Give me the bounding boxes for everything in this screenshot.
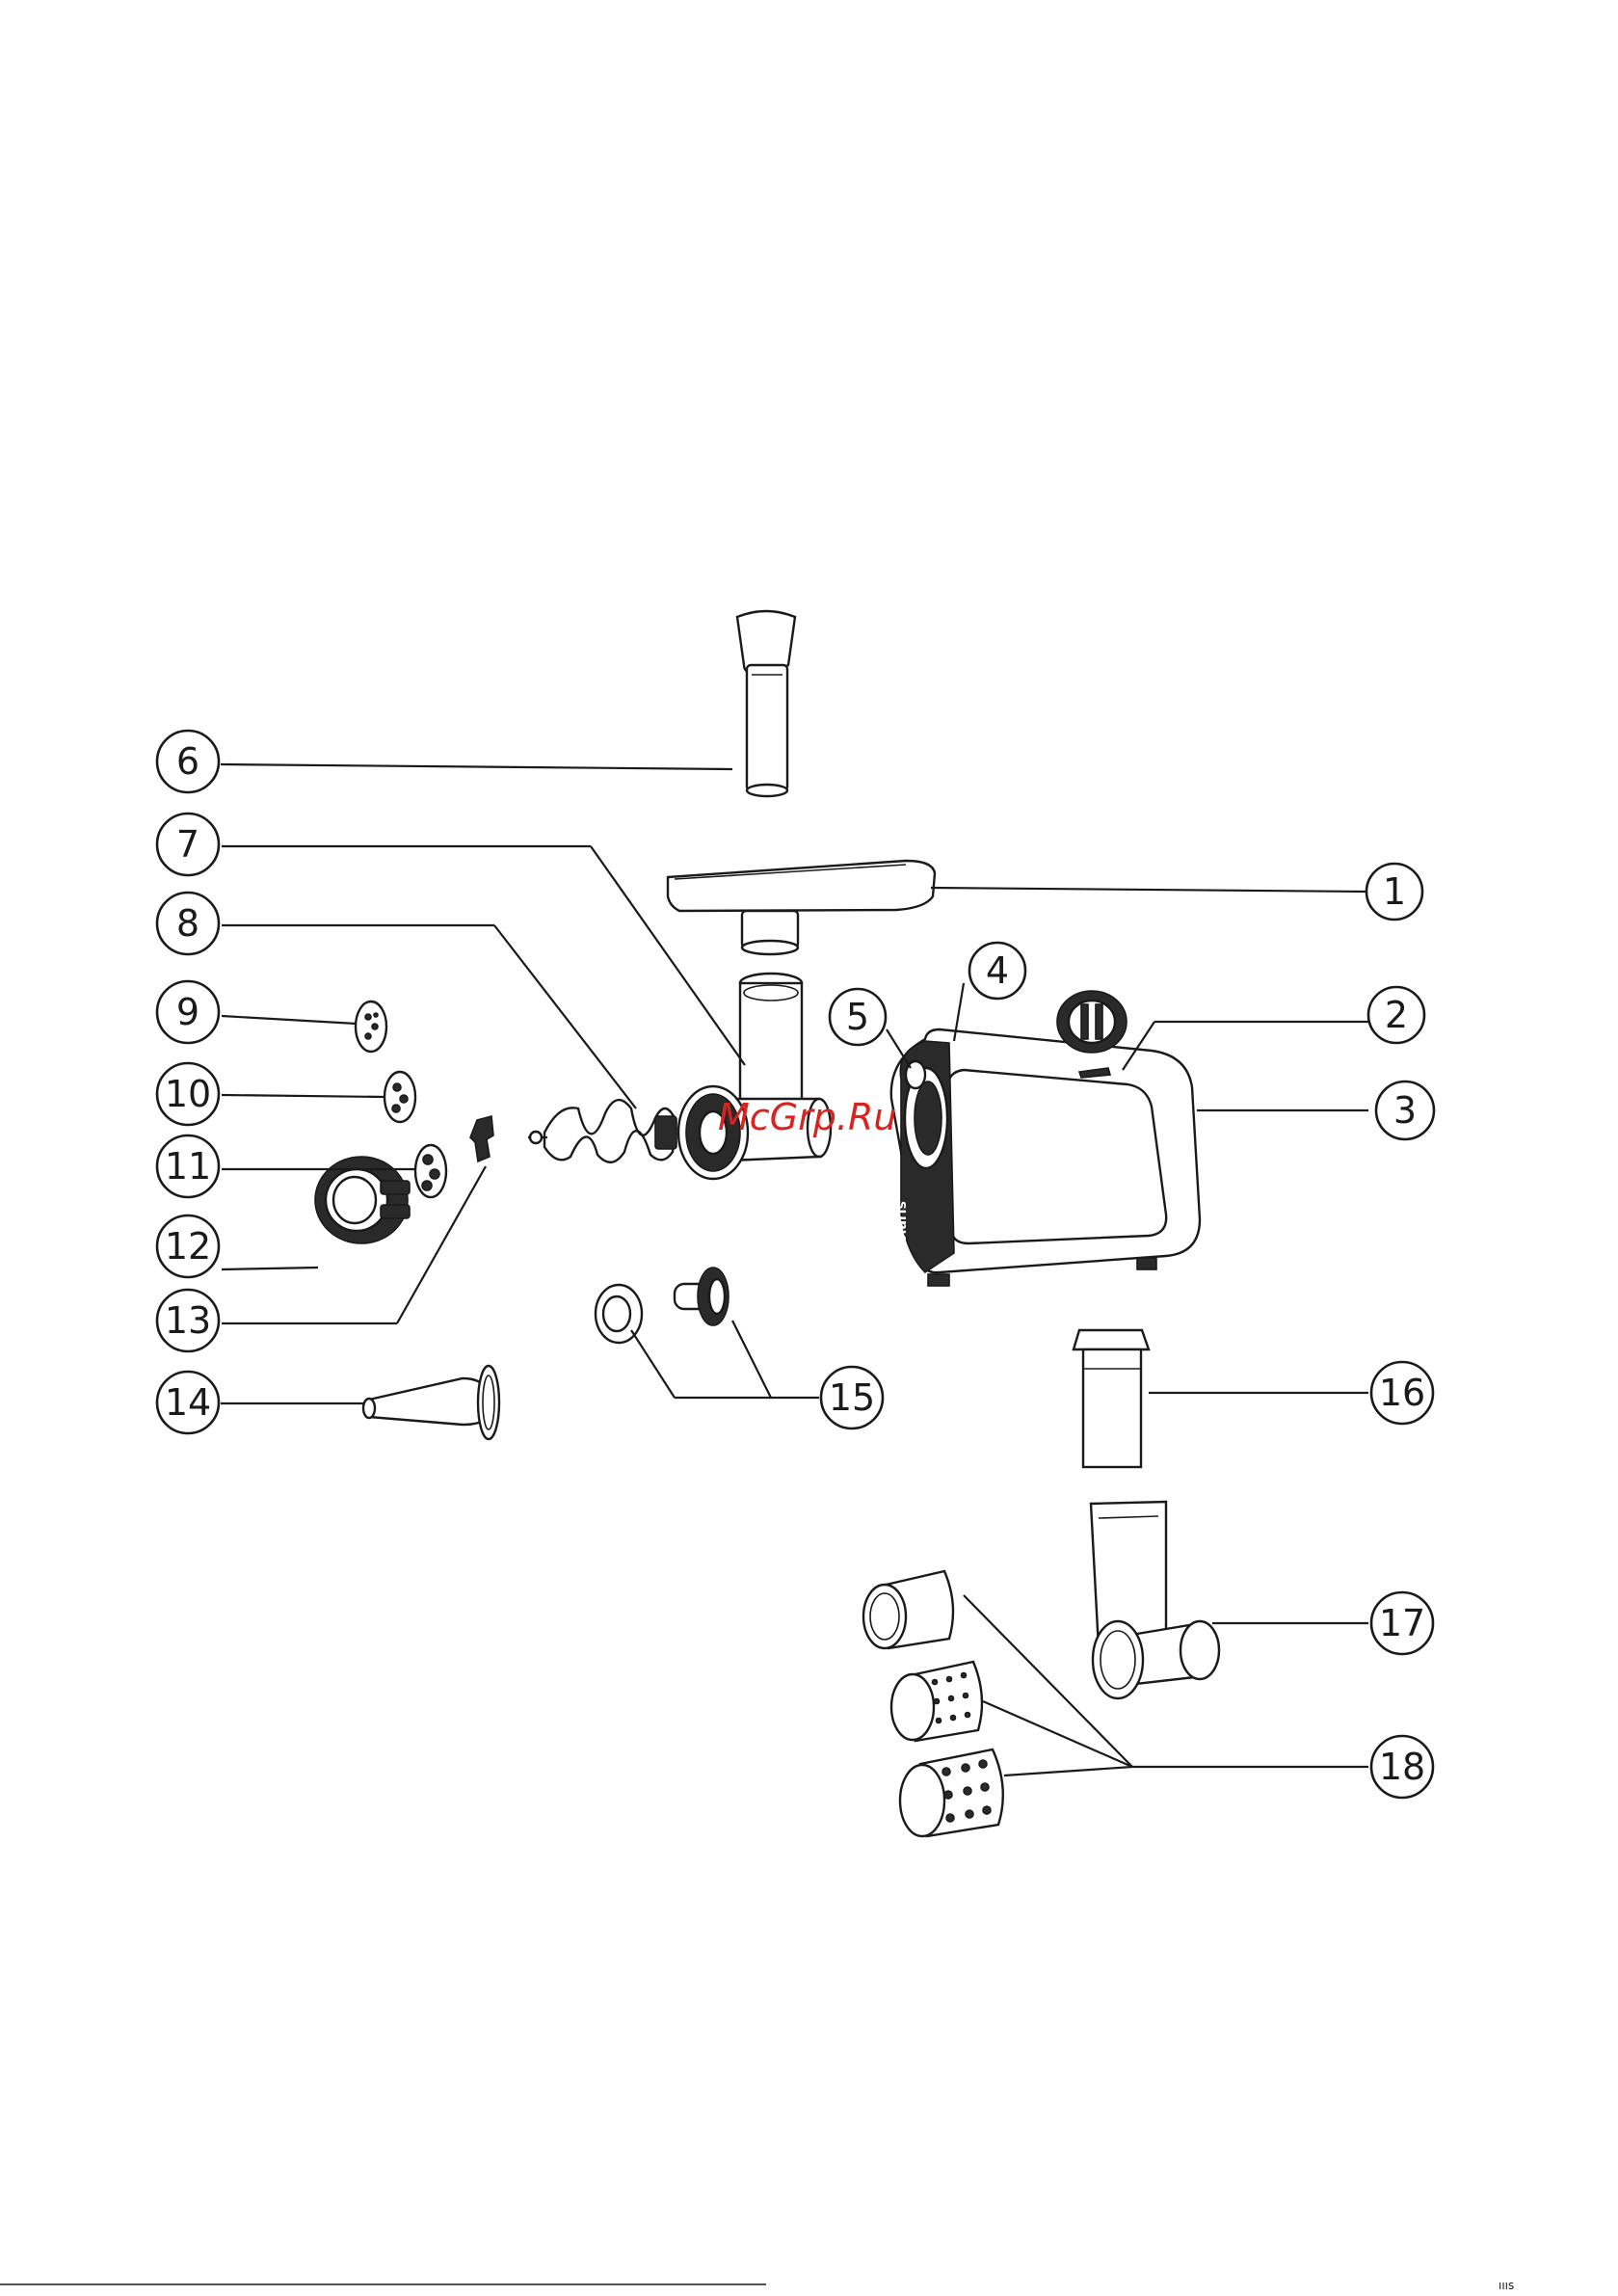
callout-10: 10 bbox=[157, 1063, 219, 1125]
part-9-disc bbox=[356, 1001, 386, 1052]
brand-label: polaris bbox=[894, 1201, 910, 1253]
callout-4: 4 bbox=[969, 943, 1025, 999]
svg-text:11: 11 bbox=[165, 1145, 211, 1188]
callout-1: 1 bbox=[1366, 864, 1422, 920]
part-15-kebbe-attachment bbox=[596, 1268, 729, 1343]
part-17-slicer-body bbox=[1091, 1502, 1219, 1698]
callout-8: 8 bbox=[157, 893, 219, 954]
leader-lines bbox=[221, 764, 1402, 1775]
svg-text:5: 5 bbox=[846, 996, 869, 1038]
svg-text:6: 6 bbox=[176, 740, 199, 783]
callout-18: 18 bbox=[1371, 1736, 1433, 1798]
part-18-drums bbox=[863, 1571, 1003, 1836]
part-3-motor-housing bbox=[891, 1029, 1200, 1286]
part-11-disc bbox=[415, 1145, 446, 1197]
svg-text:7: 7 bbox=[176, 823, 199, 866]
callout-2: 2 bbox=[1368, 987, 1424, 1043]
part-13-knife bbox=[470, 1116, 493, 1161]
callout-5: 5 bbox=[830, 989, 886, 1045]
callout-15: 15 bbox=[821, 1367, 883, 1428]
svg-text:14: 14 bbox=[165, 1381, 211, 1424]
callout-11: 11 bbox=[157, 1135, 219, 1197]
watermark: McGrp.Ru bbox=[718, 1096, 896, 1138]
part-16-slicer-pusher bbox=[1074, 1330, 1149, 1467]
svg-text:13: 13 bbox=[165, 1299, 211, 1342]
svg-text:15: 15 bbox=[829, 1376, 875, 1419]
svg-text:17: 17 bbox=[1379, 1602, 1425, 1644]
callout-14: 14 bbox=[157, 1372, 219, 1433]
callout-9: 9 bbox=[157, 981, 219, 1043]
part-1-tray bbox=[668, 861, 935, 954]
callout-3: 3 bbox=[1376, 1081, 1434, 1139]
svg-text:9: 9 bbox=[176, 991, 199, 1033]
svg-text:2: 2 bbox=[1385, 994, 1408, 1036]
svg-text:12: 12 bbox=[165, 1225, 211, 1268]
part-8-auger bbox=[528, 1100, 676, 1162]
svg-text:1: 1 bbox=[1383, 870, 1406, 913]
svg-text:18: 18 bbox=[1379, 1746, 1425, 1788]
callout-7: 7 bbox=[157, 814, 219, 875]
part-10-disc bbox=[385, 1072, 415, 1122]
callout-17: 17 bbox=[1371, 1592, 1433, 1654]
svg-text:4: 4 bbox=[986, 949, 1009, 992]
svg-text:10: 10 bbox=[165, 1073, 211, 1115]
svg-text:8: 8 bbox=[176, 902, 199, 945]
callout-6: 6 bbox=[157, 731, 219, 792]
callout-13: 13 bbox=[157, 1290, 219, 1351]
part-6-pusher bbox=[737, 611, 795, 796]
page-mark: ıııs bbox=[1499, 2279, 1514, 2292]
callout-12: 12 bbox=[157, 1215, 219, 1277]
callout-16: 16 bbox=[1371, 1362, 1433, 1424]
svg-text:16: 16 bbox=[1379, 1372, 1425, 1414]
svg-text:3: 3 bbox=[1393, 1089, 1417, 1132]
part-14-sausage-nozzle bbox=[363, 1366, 499, 1439]
